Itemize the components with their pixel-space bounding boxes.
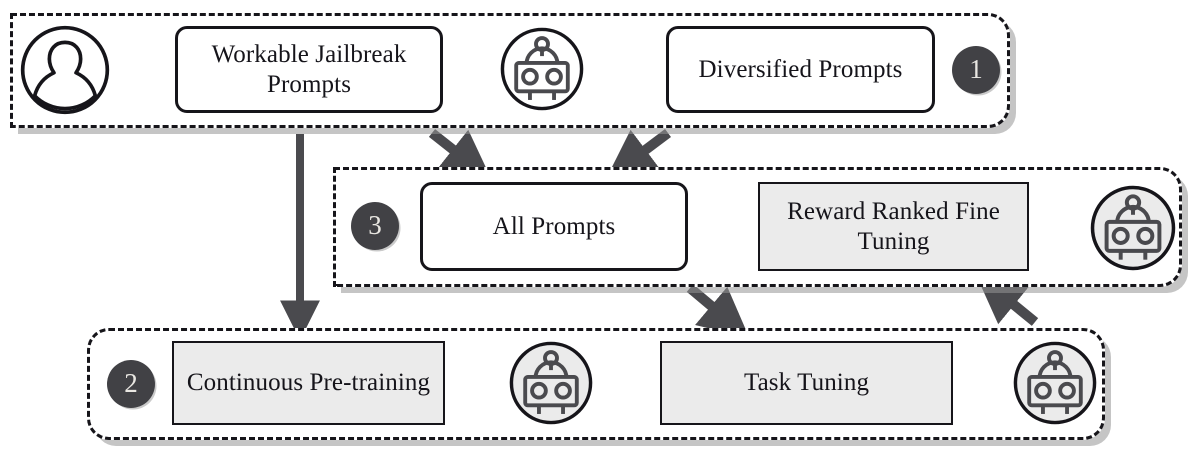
person-icon (19, 24, 111, 116)
badge-stage-one: 1 (952, 46, 1000, 94)
arrow-diversified-down-to-all-prompts (605, 129, 671, 180)
task-tuning-label: Task Tuning (743, 369, 870, 397)
workable-jailbreak-prompts-label: Workable Jailbreak Prompts (211, 41, 407, 98)
arrow-stage2-robot-up-to-stage3 (975, 273, 1039, 326)
badge-stage-one-label: 1 (969, 53, 983, 84)
all-prompts[interactable]: All Prompts (420, 182, 688, 271)
reward-ranked-fine-tuning[interactable]: Reward Ranked Fine Tuning (758, 182, 1029, 271)
badge-stage-three: 3 (351, 202, 399, 250)
continuous-pre-training[interactable]: Continuous Pre-training (172, 341, 445, 425)
task-tuning[interactable]: Task Tuning (660, 341, 953, 425)
badge-stage-two: 2 (107, 360, 155, 408)
badge-stage-three-label: 3 (368, 209, 382, 240)
robot-icon-stage1-a (499, 26, 585, 112)
robot-icon-stage3 (1089, 184, 1177, 272)
reward-ranked-fine-tuning-label: Reward Ranked Fine Tuning (787, 198, 1000, 255)
continuous-pre-training-label: Continuous Pre-training (186, 369, 431, 397)
all-prompts-label: All Prompts (492, 212, 616, 240)
arrow-stage3-down-to-task-tuning (686, 284, 750, 339)
arrow-workable-down-to-all-prompts (428, 129, 492, 181)
badge-stage-two-label: 2 (124, 367, 138, 398)
diversified-prompts[interactable]: Diversified Prompts (666, 26, 935, 113)
workable-jailbreak-prompts[interactable]: Workable Jailbreak Prompts (175, 26, 443, 113)
diversified-prompts-label: Diversified Prompts (698, 55, 903, 83)
robot-icon-stage2-a (508, 340, 594, 426)
robot-icon-stage2-b (1012, 340, 1098, 426)
